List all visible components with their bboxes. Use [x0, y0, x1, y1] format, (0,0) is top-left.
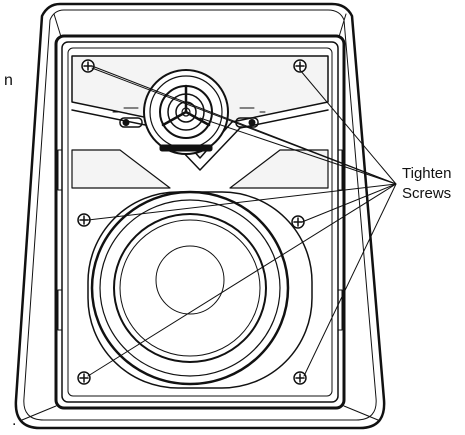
- screw-bottom-right: [293, 371, 307, 385]
- level-switch-left: [112, 107, 143, 128]
- screw-bottom-left: [77, 371, 91, 385]
- screw-mid-right: [291, 215, 305, 229]
- callout-line-1: Tighten: [402, 165, 452, 182]
- callout-leader-lines: [87, 65, 397, 377]
- callout-line-2: Screws: [402, 185, 452, 202]
- tweeter-icon: [143, 69, 229, 155]
- screw-top-right: [293, 59, 307, 73]
- bottom-left-text-fragment: .: [12, 412, 17, 429]
- tighten-screws-callout: Tighten Screws: [402, 164, 451, 204]
- left-edge-text-fragment: n: [4, 72, 13, 89]
- woofer-icon: [87, 190, 313, 389]
- screw-top-left: [81, 59, 95, 73]
